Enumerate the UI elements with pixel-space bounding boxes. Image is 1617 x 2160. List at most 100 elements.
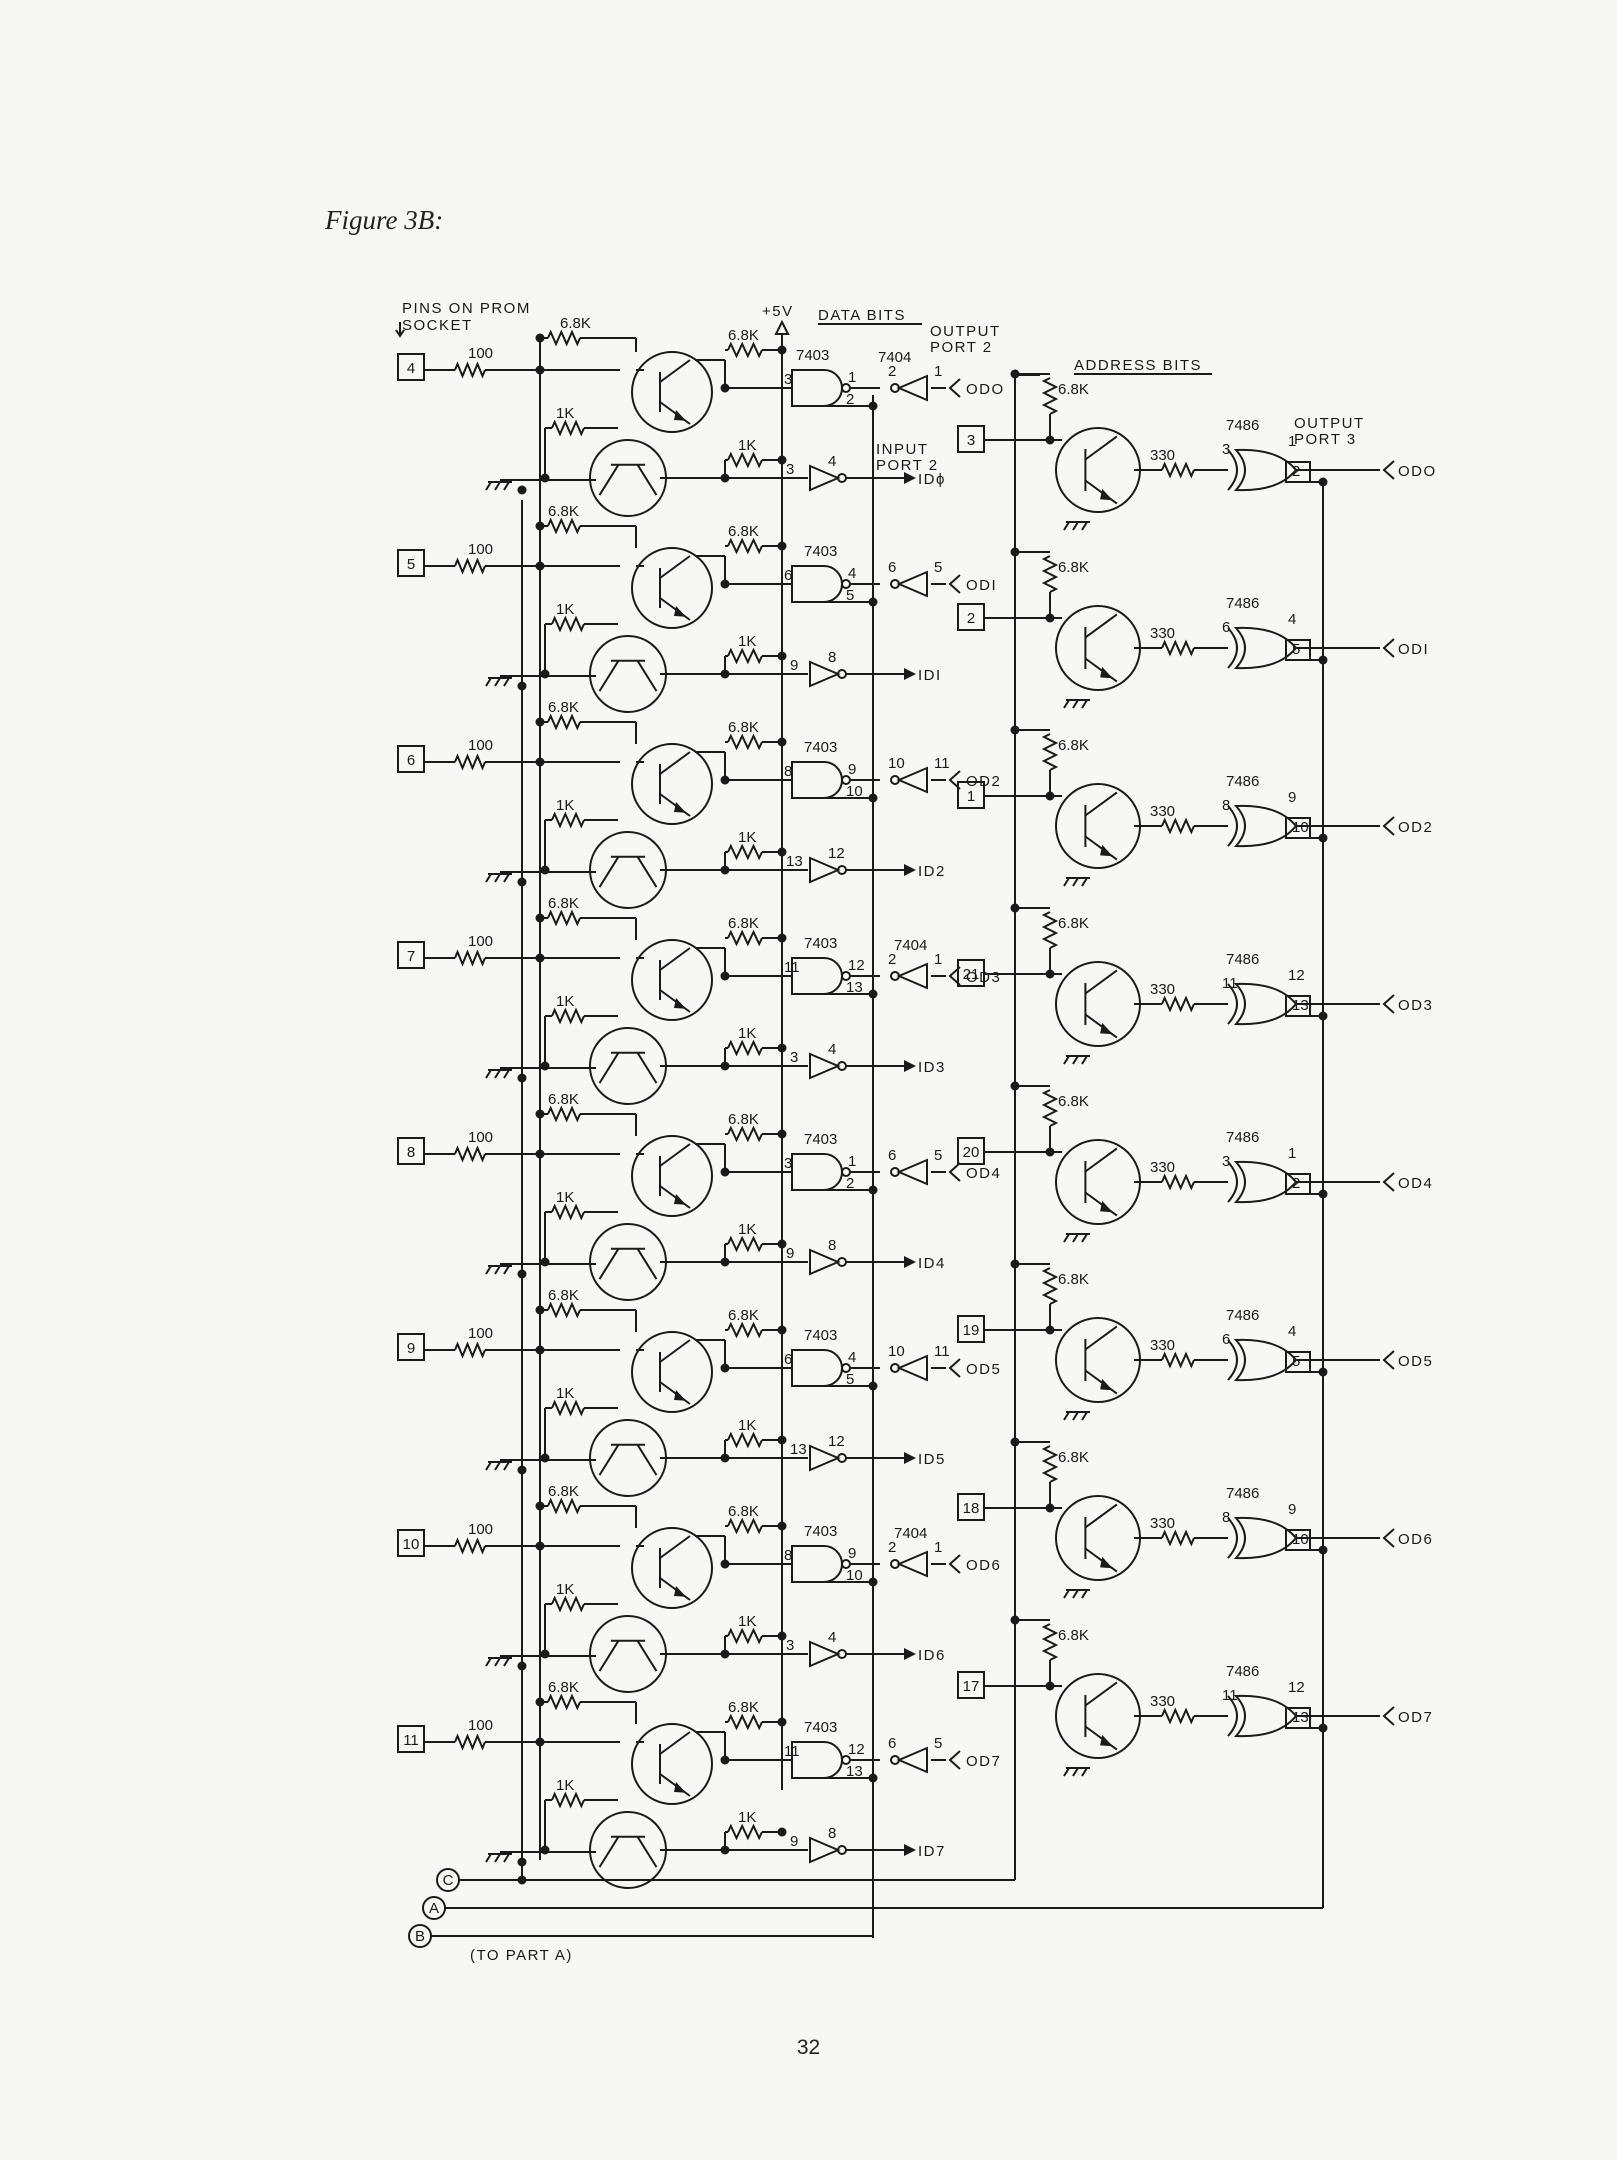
address-pin-box-label: 19 [963,1322,980,1339]
data-output-label: OD3 [966,969,1001,986]
address-pin-box [957,1493,985,1521]
transistor [1055,1139,1141,1225]
resistor [727,1125,763,1143]
transistor-emitter [636,856,658,888]
xor-gate [1233,448,1298,492]
resistor [547,517,581,535]
inversion-bubble [837,473,847,483]
transistor-collector [659,1535,691,1559]
r-pullup-label: 6.8K [728,327,759,344]
nand-in-pin: 8 [784,763,792,780]
junction-dot [517,1269,527,1279]
r-inverter-label: 1K [738,1025,756,1042]
junction-dot [777,847,787,857]
junction-dot [517,1661,527,1671]
header-input-port-2: INPUT [876,441,929,458]
junction-dot [720,1559,730,1569]
inverter-gate [896,1746,928,1774]
ground-symbol [485,1657,512,1667]
socket-pin-box-label: 7 [407,948,415,965]
xor-out-bot-pin: 2 [1292,1175,1300,1192]
r-base-label: 100 [468,1717,493,1734]
resistor [727,1431,763,1449]
r-feedback-label: 1K [556,797,574,814]
nand-in-pin: 3 [784,371,792,388]
transistor-collector [598,1640,620,1672]
xor-gate-input-curve [1227,1161,1238,1203]
data-input-label: IDI [918,667,942,684]
r-address-label: 6.8K [1058,1627,1089,1644]
junction-dot [720,1363,730,1373]
junction-dot [517,485,527,495]
nand-gate [791,761,843,799]
junction-dot [720,775,730,785]
inversion-bubble [837,1845,847,1855]
junction-dot [540,1061,550,1071]
inverter-7404-label: 7404 [878,349,911,366]
data-output-label: ODO [966,381,1005,398]
r-feedback-label: 1K [556,1385,574,1402]
junction-dot [540,1845,550,1855]
nand-label: 7403 [804,1131,837,1148]
junction-dot [777,1717,787,1727]
transistor-collector [1084,1681,1118,1707]
data-input-label: ID2 [918,863,946,880]
xor-pin-box [1285,639,1311,661]
address-pin-box [957,1315,985,1343]
xor-in-pin: 8 [1222,1509,1230,1526]
nand-b-pin: 2 [846,391,854,408]
resistor [1161,1173,1195,1191]
output-connector [1382,1172,1395,1192]
address-pin-box [957,959,985,987]
junction-dot [540,669,550,679]
resistor [727,843,763,861]
xor-gate-input-curve [1227,1695,1238,1737]
signal-arrow [904,668,916,680]
xor-pin-box [1285,1173,1311,1195]
xor-7486-label: 7486 [1226,1663,1259,1680]
xor-out-bot-pin: 5 [1292,641,1300,658]
xor-gate-input-curve [1227,449,1238,491]
r-pullup-label: 6.8K [728,1699,759,1716]
junction-dot [535,1305,545,1315]
r-address-label: 6.8K [1058,559,1089,576]
emitter-arrow [674,1194,686,1205]
data-output-label: OD4 [966,1165,1001,1182]
output-connector [948,1554,961,1574]
emitter-arrow [674,1782,686,1793]
xor-gate-input-curve [1227,983,1238,1025]
inverter-gate [809,1052,841,1080]
transistor-collector [598,464,620,496]
data-input-label: ID3 [918,1059,946,1076]
inversion-bubble [841,971,851,981]
out-inv-out-pin: 5 [934,559,942,576]
inversion-bubble [841,1559,851,1569]
output-connector [948,770,961,790]
socket-pin-box [397,1529,425,1557]
components [395,319,1395,1948]
address-pin-box [957,1671,985,1699]
nand-gate [791,1153,843,1191]
junction-dot [517,1857,527,1867]
junction-dot [777,1043,787,1053]
r-inverter-label: 1K [738,829,756,846]
r-pullup-label: 6.8K [728,1503,759,1520]
address-pin-box-label: 17 [963,1678,980,1695]
in-inv-in-pin: 9 [790,657,798,674]
ground-symbol [485,677,512,687]
r-xor-label: 330 [1150,625,1175,642]
inverter-gate [809,1248,841,1276]
resistor [551,615,585,633]
xor-pin-box [1285,1351,1311,1373]
junction-dot [517,1875,527,1885]
junction-dot [517,681,527,691]
junction-dot [868,793,878,803]
output-connector [1382,1528,1395,1548]
emitter-arrow [674,606,686,617]
inverter-gate [809,464,841,492]
ground-symbol [1063,1767,1090,1777]
junction-dot [540,1257,550,1267]
junction-dot [720,383,730,393]
transistor-emitter [636,1444,658,1476]
ground-symbol [1063,1589,1090,1599]
